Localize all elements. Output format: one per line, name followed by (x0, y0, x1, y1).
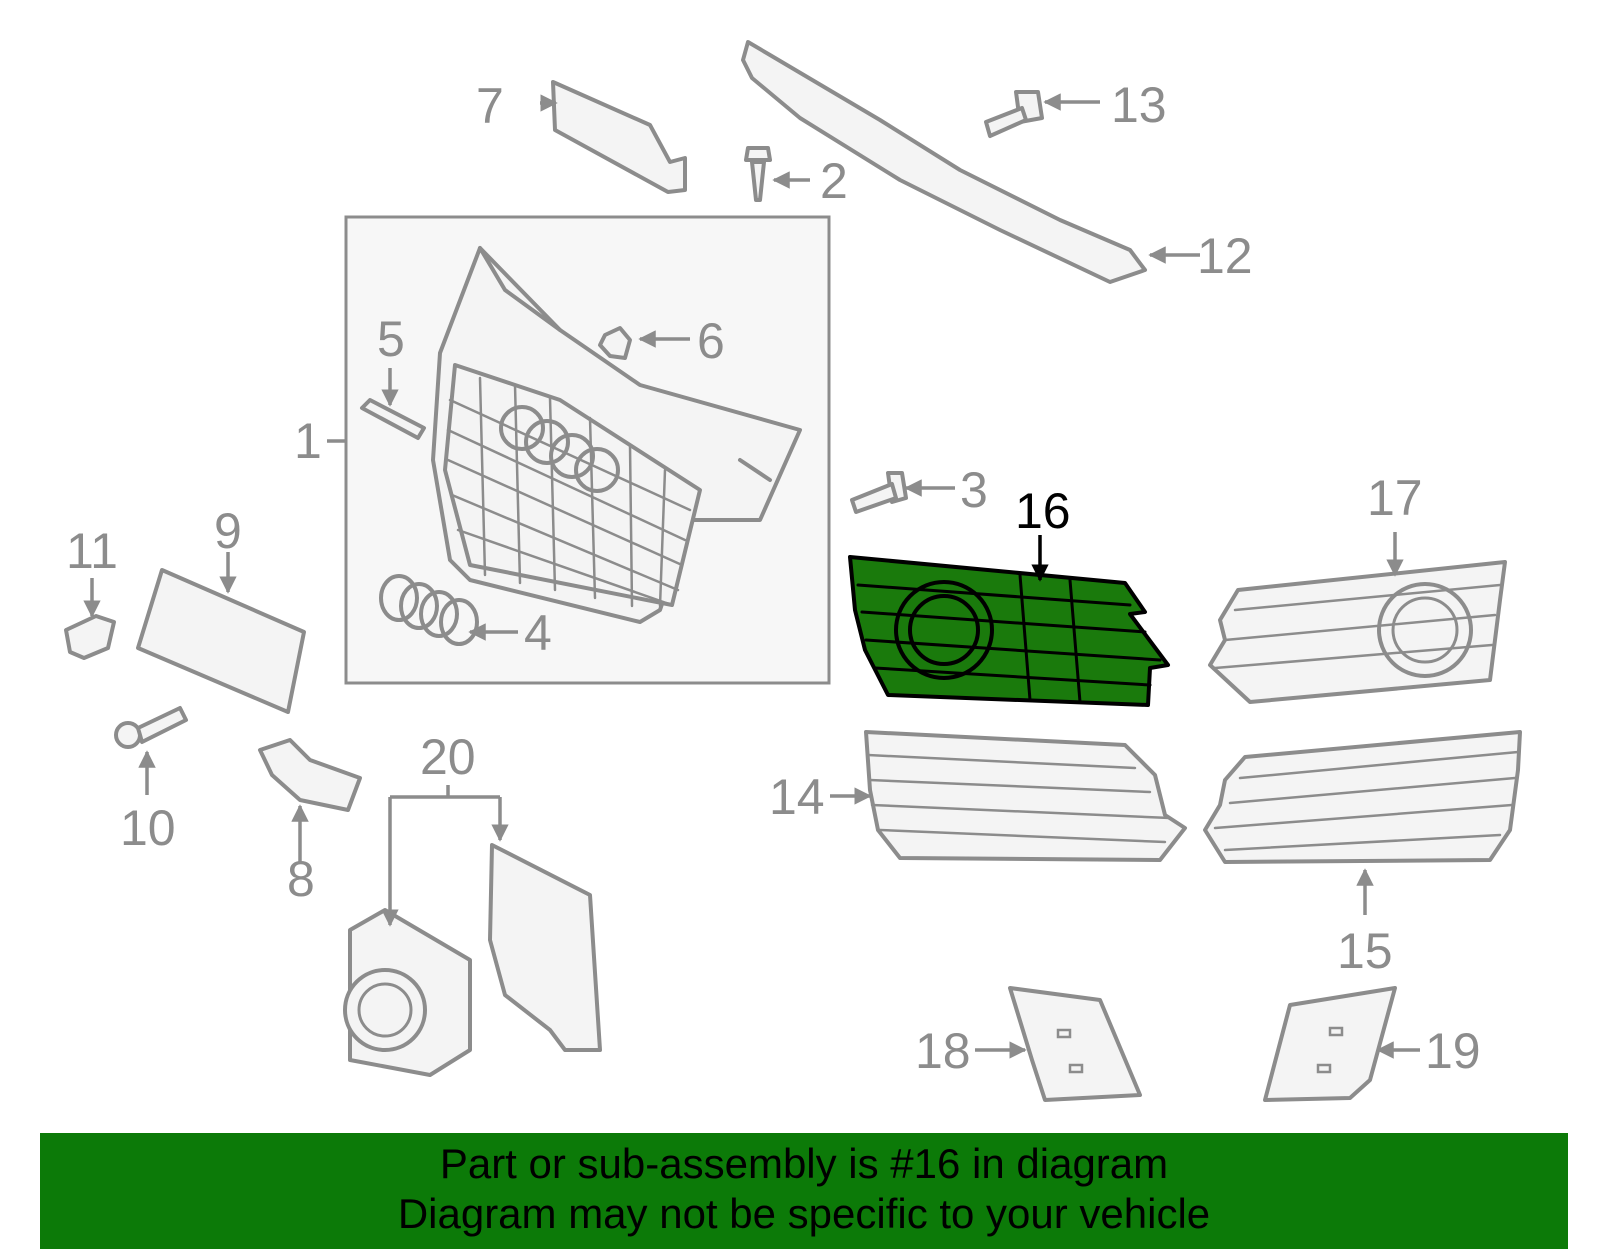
footer-line-2: Diagram may not be specific to your vehi… (397, 1190, 1211, 1237)
callout-11: 11 (66, 523, 118, 579)
part-16-highlighted-grille (848, 555, 1170, 707)
callout-4: 4 (524, 605, 552, 661)
part-11-nut (64, 614, 116, 660)
callout-7: 7 (476, 78, 504, 134)
callout-8: 8 (287, 851, 315, 907)
part-10-screw (114, 706, 188, 749)
part-8-bracket (258, 738, 362, 812)
footer-line-1: Part or sub-assembly is #16 in diagram (439, 1140, 1169, 1187)
part-3-screw (850, 471, 908, 514)
part-14-grille (864, 730, 1187, 862)
callout-5: 5 (377, 311, 405, 367)
callout-labels: 1 2 3 4 5 6 7 8 9 10 11 12 13 14 15 16 1… (66, 77, 1481, 1079)
callout-13: 13 (1111, 77, 1167, 133)
part-7-bracket (551, 80, 687, 194)
part-13-bolt (984, 90, 1044, 138)
callout-16: 16 (1015, 483, 1071, 539)
callout-6: 6 (697, 313, 725, 369)
callout-17: 17 (1367, 470, 1423, 526)
callout-10: 10 (120, 800, 176, 856)
part-12-upper-bar (741, 40, 1147, 284)
callout-18: 18 (915, 1023, 971, 1079)
part-19-cover (1263, 986, 1397, 1102)
callout-14: 14 (769, 769, 825, 825)
callout-3: 3 (960, 462, 988, 518)
part-5-badge (360, 398, 426, 440)
callout-15: 15 (1337, 923, 1393, 979)
part-4-rings (379, 574, 479, 646)
part-18-cover (1008, 986, 1142, 1102)
leader-lines (83, 93, 1420, 1059)
part-1-grille-assembly (344, 215, 831, 685)
callout-19: 19 (1425, 1023, 1481, 1079)
part-6-clip (598, 326, 632, 360)
part-15-grille (1203, 730, 1522, 864)
callout-9: 9 (214, 503, 242, 559)
callout-12: 12 (1197, 228, 1253, 284)
callout-20: 20 (420, 729, 476, 785)
part-2-screw (744, 146, 772, 202)
part-20-sensor (343, 843, 602, 1077)
footer-banner: Part or sub-assembly is #16 in diagram D… (40, 1133, 1568, 1249)
part-17-grille (1208, 560, 1507, 704)
callout-2: 2 (820, 153, 848, 209)
part-9-plate-bracket (136, 568, 306, 714)
callout-1: 1 (294, 413, 322, 469)
